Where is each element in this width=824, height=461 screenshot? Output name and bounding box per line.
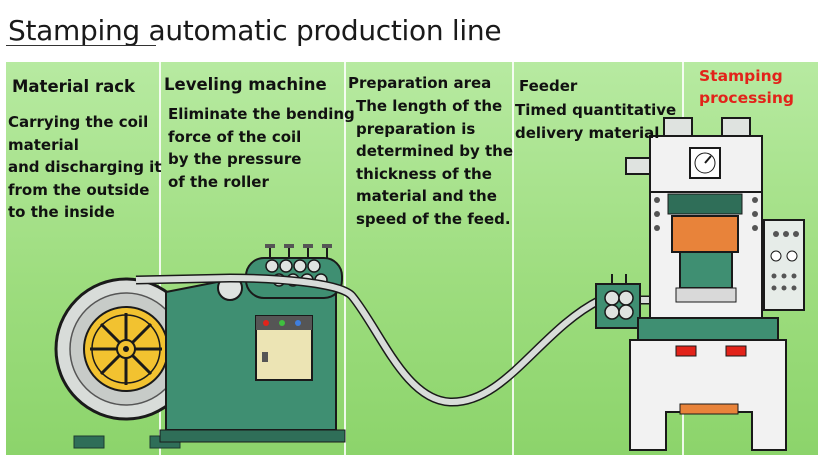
- section-divider-1: [159, 62, 161, 455]
- coil-icon: [54, 277, 198, 449]
- section-divider-3: [512, 62, 514, 455]
- stamping-processing-heading: Stamping processing: [699, 67, 794, 107]
- preparation-area-heading: Preparation area: [348, 74, 492, 92]
- preparation-area-description: The length of the preparation is determi…: [356, 97, 513, 228]
- title-underline: [6, 45, 156, 46]
- feeder-heading: Feeder: [519, 77, 578, 95]
- section-divider-2: [344, 62, 346, 455]
- punch-press-icon: [625, 117, 805, 451]
- material-rack-heading: Material rack: [12, 77, 135, 96]
- page-title: Stamping automatic production line: [8, 14, 502, 47]
- leveling-machine-heading: Leveling machine: [164, 75, 327, 94]
- feeder-description: Timed quantitative delivery material: [515, 101, 677, 142]
- leveling-machine-icon: [159, 244, 346, 443]
- leveling-machine-description: Eliminate the bending force of the coil …: [168, 105, 355, 191]
- feeder-icon: [595, 274, 641, 329]
- material-rack-description: Carrying the coil material and dischargi…: [8, 113, 162, 221]
